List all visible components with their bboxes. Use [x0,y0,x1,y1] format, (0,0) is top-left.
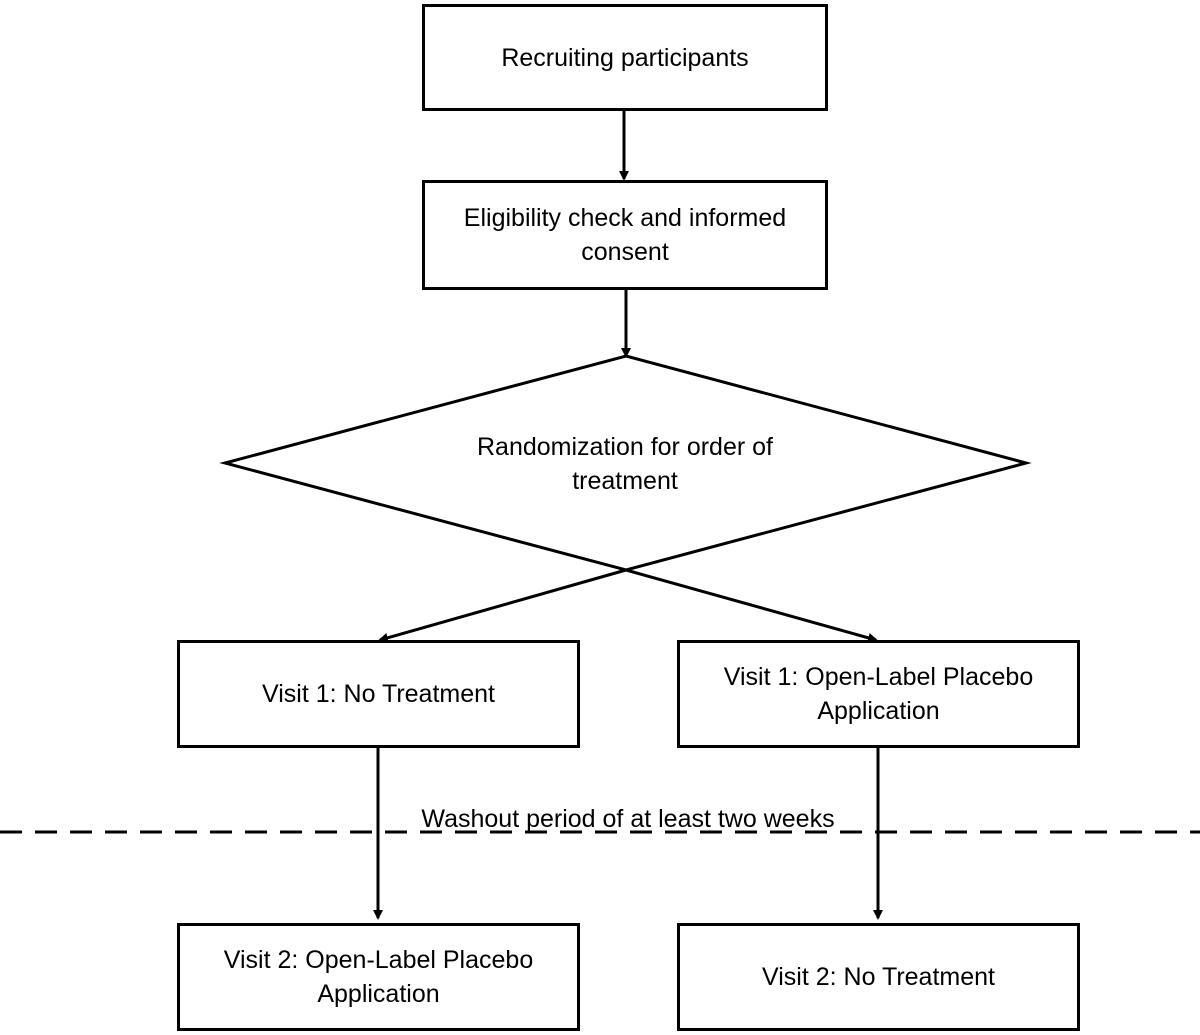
node-left-visit2: Visit 2: Open-Label Placebo Application [177,923,580,1031]
node-right-visit2: Visit 2: No Treatment [677,923,1080,1031]
node-right-visit1: Visit 1: Open-Label Placebo Application [677,640,1080,748]
node-recruiting-participants: Recruiting participants [422,4,828,111]
node-label: Visit 2: No Treatment [762,963,995,991]
node-label: Recruiting participants [501,43,749,72]
node-randomization-label: Randomization for order of treatment [477,433,773,495]
node-label: Visit 2: Open-Label Placebo Application [223,946,534,1008]
node-label: Visit 1: No Treatment [262,680,495,708]
node-label: Visit 1: Open-Label Placebo Application [723,663,1034,725]
node-eligibility-check: Eligibility check and informed consent [422,180,828,290]
node-label: Eligibility check and informed consent [463,204,787,266]
arrow-randomization-to-right-visit1 [625,568,878,643]
node-left-visit1: Visit 1: No Treatment [177,640,580,748]
arrow-randomization-to-left-visit1 [378,568,627,643]
washout-label: Washout period of at least two weeks [421,805,835,833]
